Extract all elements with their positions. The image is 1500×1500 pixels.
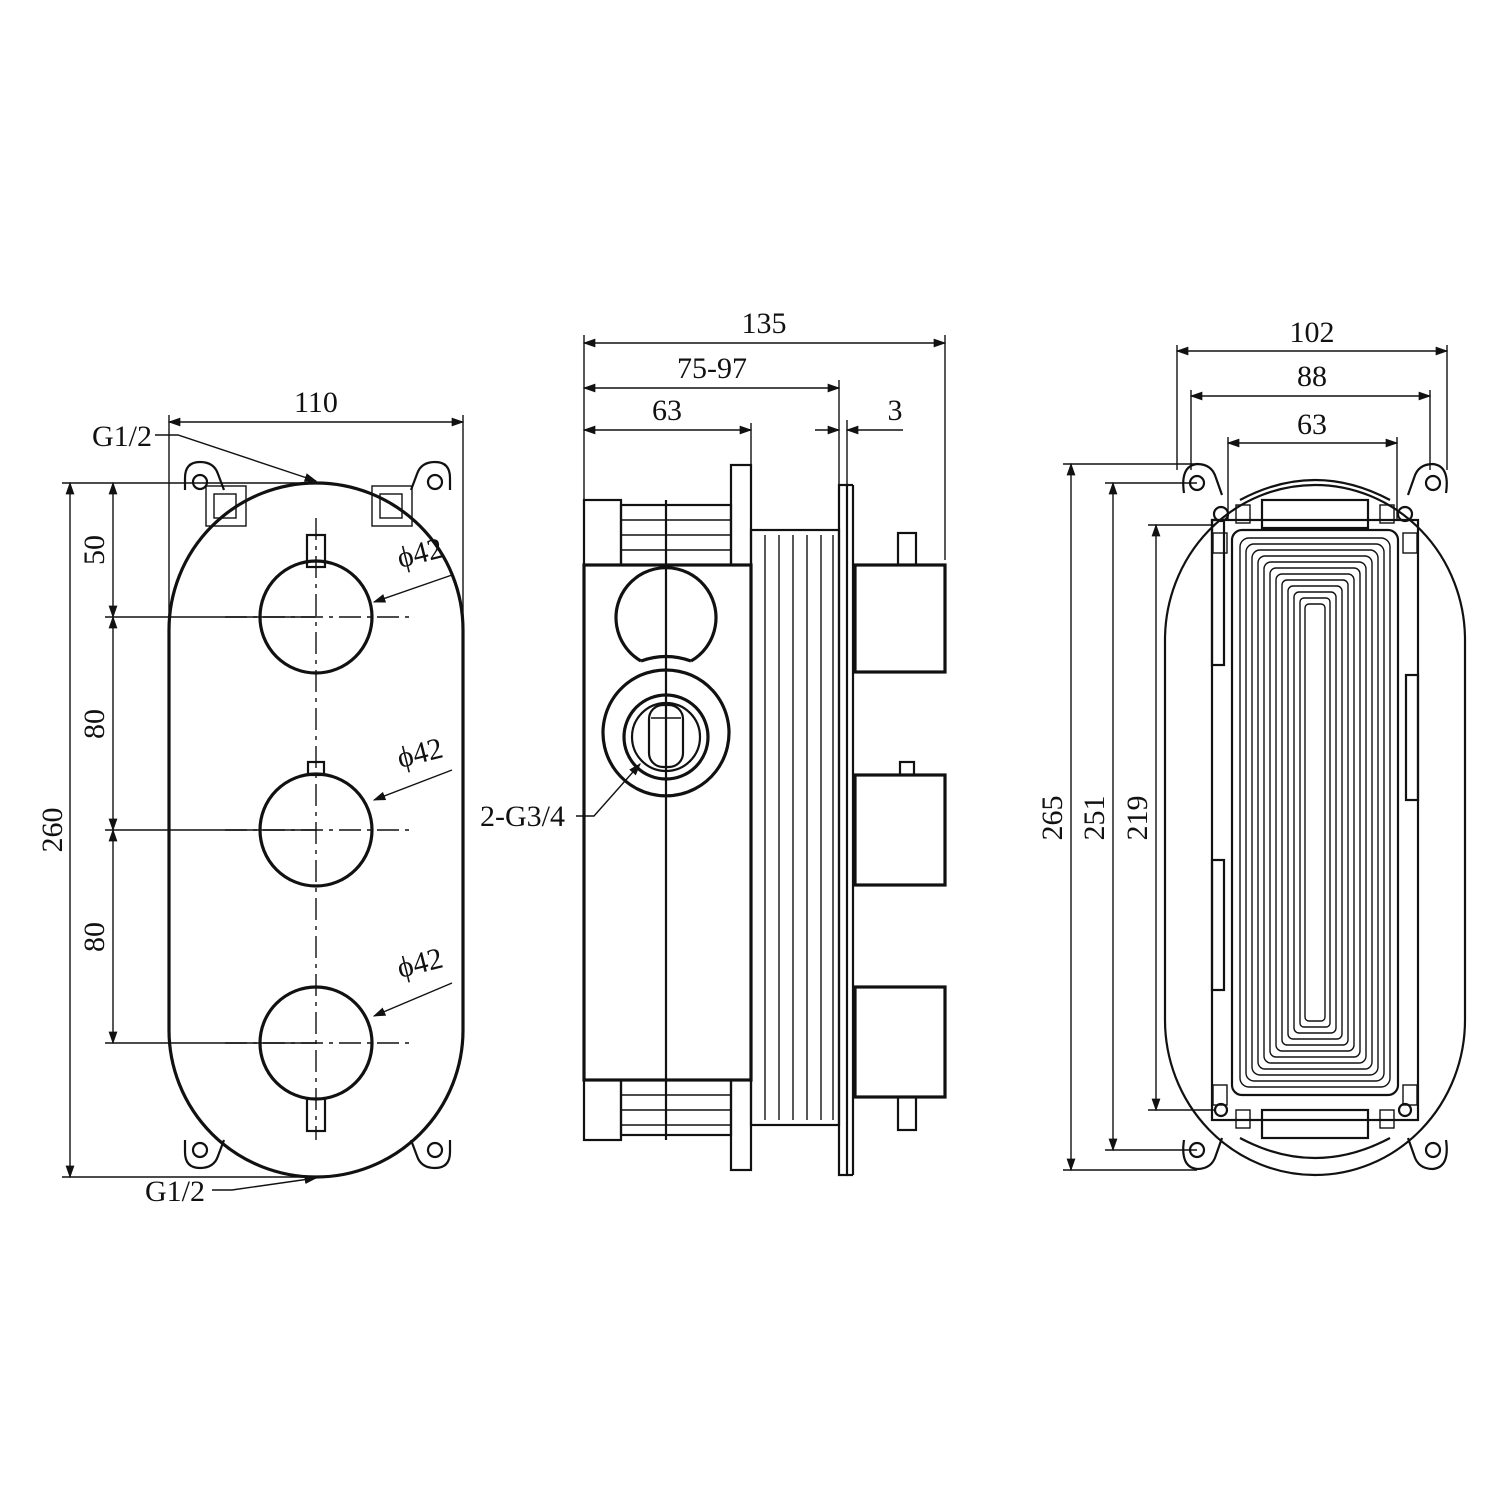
dim-back-widths	[1175, 345, 1449, 520]
top-bracket	[582, 463, 753, 567]
leader-knob-1	[372, 574, 453, 603]
ribbed-sleeve	[749, 528, 841, 1127]
label-port: 2-G3/4	[480, 800, 565, 833]
label-spacing-top: 50	[78, 535, 111, 565]
dim-front-spacing	[105, 481, 316, 1045]
knob-3	[225, 985, 415, 1133]
back-plate-outline	[1163, 483, 1467, 1177]
label-knob-1-diameter: ϕ42	[394, 532, 446, 575]
dim-front-width	[167, 415, 465, 630]
label-back-outer-width: 102	[1290, 316, 1335, 349]
side-cover-plate	[837, 483, 849, 1177]
dim-side-depth	[582, 335, 947, 560]
leader-port	[576, 763, 641, 817]
label-back-mid-width: 88	[1297, 360, 1327, 393]
label-side-depth: 135	[742, 307, 787, 340]
knob-1	[225, 533, 415, 675]
leader-knob-3	[372, 982, 453, 1017]
valve-body	[582, 563, 753, 1082]
label-front-width: 110	[294, 386, 338, 419]
mounting-ear-bottom-left	[183, 1139, 226, 1170]
label-back-inner-width: 63	[1297, 408, 1327, 441]
label-knob-3-diameter: ϕ42	[394, 942, 446, 985]
label-inlet-bottom: G1/2	[145, 1175, 205, 1208]
mounting-ear-bottom-right	[409, 1139, 452, 1170]
label-spacing-mid-1: 80	[78, 709, 111, 739]
side-handle-1	[853, 531, 947, 674]
label-spacing-mid-2: 80	[78, 922, 111, 952]
label-knob-2-diameter: ϕ42	[394, 732, 446, 775]
label-side-body: 63	[652, 394, 682, 427]
label-side-adjust: 75-97	[677, 352, 747, 385]
label-inlet-top: G1/2	[92, 420, 152, 453]
port-lower	[601, 668, 731, 798]
label-back-mid-height: 251	[1078, 796, 1111, 841]
label-front-height: 260	[36, 808, 69, 853]
back-view: 102 88 63 265 251 219	[1036, 316, 1467, 1177]
label-back-inner-height: 219	[1121, 796, 1154, 841]
back-inner-frame	[1230, 528, 1400, 1097]
dim-front-height	[62, 481, 316, 1179]
side-view: 2-G3/4 135 75-97 63 3	[480, 307, 947, 1177]
label-side-plate: 3	[888, 394, 903, 427]
side-handle-2	[853, 760, 947, 887]
back-box	[1210, 518, 1420, 1122]
back-corner-ears	[1182, 462, 1448, 1171]
leader-knob-2	[372, 769, 453, 801]
label-back-outer-height: 265	[1036, 796, 1069, 841]
port-upper	[614, 566, 718, 663]
mounting-ear-top-left	[183, 460, 247, 527]
leader-inlet-bottom	[212, 1175, 318, 1191]
bottom-bracket	[582, 1078, 753, 1172]
knob-2	[225, 760, 415, 888]
front-view: 110 260 50 80 80 ϕ42 ϕ42 ϕ42 G1/2	[36, 386, 465, 1208]
cover-plate	[167, 481, 465, 1179]
leader-inlet-top	[155, 434, 318, 482]
dim-back-heights	[1063, 462, 1215, 1172]
mounting-ear-top-right	[371, 460, 452, 527]
side-handle-3	[853, 985, 947, 1132]
